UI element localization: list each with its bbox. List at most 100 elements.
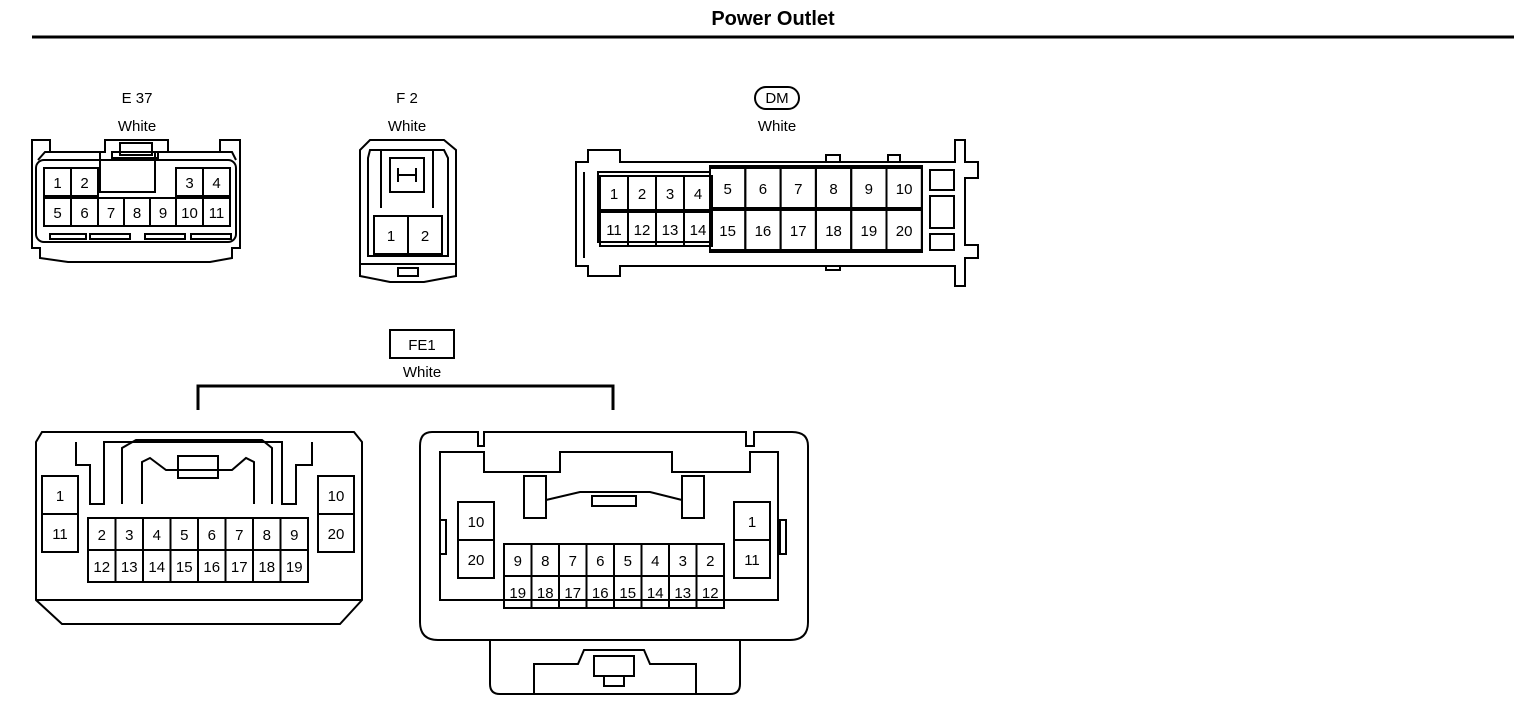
pin-label: 16 <box>203 559 220 576</box>
pin-cavity <box>733 539 771 579</box>
e37-rib <box>89 233 131 240</box>
fe1-right-skirt <box>489 640 741 695</box>
pin-label: 18 <box>537 585 554 602</box>
pin-label: 7 <box>794 181 802 198</box>
f2-base <box>359 264 457 283</box>
pin-label: 8 <box>133 205 141 222</box>
pin-label: 1 <box>56 488 64 505</box>
pin-label: 4 <box>153 527 161 544</box>
pin-label: 13 <box>121 559 138 576</box>
pin-label: 16 <box>592 585 609 602</box>
fe1-right-key <box>779 519 787 555</box>
pin-cavity <box>407 215 443 255</box>
e37-rib <box>190 233 232 240</box>
pin-label: 9 <box>290 527 298 544</box>
pin-label: 17 <box>564 585 581 602</box>
fe1-left-latch-frame <box>121 439 273 504</box>
pin-label: 1 <box>387 228 395 245</box>
pin-label: 9 <box>514 553 522 570</box>
fe1-right-inner <box>439 451 779 601</box>
e37-color: White <box>118 118 156 135</box>
pin-label: 13 <box>662 222 679 239</box>
fe1-right-skirt-tab <box>603 675 625 687</box>
pin-label: 7 <box>107 205 115 222</box>
pin-label: 1 <box>610 186 618 203</box>
f2-code: F 2 <box>396 90 418 107</box>
dm-top-tab <box>825 154 841 163</box>
pin-label: 6 <box>80 205 88 222</box>
pin-cavity <box>41 513 79 553</box>
pin-cavity <box>202 167 231 197</box>
pin-label: 4 <box>694 186 702 203</box>
fe1-right-guide <box>523 475 547 519</box>
f2-base-tab <box>397 267 419 277</box>
fe1-right-housing <box>419 431 809 641</box>
pin-cavity <box>683 175 713 211</box>
dm-code: DM <box>765 90 788 107</box>
pin-cavity <box>683 211 713 247</box>
fe1-left-outer-rail <box>75 441 313 505</box>
fe1-left-latch <box>141 456 255 504</box>
pin-cavity <box>695 575 725 609</box>
pin-label: 12 <box>702 585 719 602</box>
pin-label: 7 <box>235 527 243 544</box>
pin-label: 5 <box>723 181 731 198</box>
pin-label: 19 <box>861 223 878 240</box>
fe1-left-housing <box>35 431 363 625</box>
pin-label: 2 <box>706 553 714 570</box>
pin-label: 8 <box>829 181 837 198</box>
pin-label: 8 <box>541 553 549 570</box>
e37-face <box>35 159 237 243</box>
e37-inner-shoulder <box>37 151 237 193</box>
pin-label: 15 <box>719 223 736 240</box>
fe1-right-skirt-lock <box>533 649 697 694</box>
pin-label: 14 <box>647 585 664 602</box>
dm-side-slot <box>929 195 955 229</box>
pin-label: 16 <box>755 223 772 240</box>
fe1-right-latch-line <box>545 491 683 501</box>
pin-label: 2 <box>638 186 646 203</box>
pin-label: 5 <box>180 527 188 544</box>
pin-cavity <box>457 539 495 579</box>
pin-label: 1 <box>53 175 61 192</box>
f2-guides <box>380 150 434 208</box>
pin-cavity <box>317 513 355 553</box>
fe1-color: White <box>403 364 441 381</box>
pin-label: 10 <box>181 205 198 222</box>
f2-latch <box>389 157 425 193</box>
pin-label: 13 <box>674 585 691 602</box>
dm-side-slot <box>929 169 955 191</box>
fe1-right-skirt-tab <box>593 655 635 677</box>
e37-rib <box>144 233 186 240</box>
pin-cavity <box>279 549 309 583</box>
pin-label: 3 <box>185 175 193 192</box>
fe1-code: FE1 <box>408 337 436 354</box>
pin-label: 2 <box>80 175 88 192</box>
pin-label: 20 <box>896 223 913 240</box>
pin-cavity <box>885 167 923 209</box>
pin-cavity <box>70 167 99 197</box>
pin-label: 17 <box>231 559 248 576</box>
f2-color: White <box>388 118 426 135</box>
dm-bottom-tab <box>825 265 841 271</box>
pin-label: 11 <box>606 222 622 239</box>
e37-latch <box>119 142 153 156</box>
pin-label: 15 <box>619 585 636 602</box>
pin-label: 10 <box>896 181 913 198</box>
pin-label: 9 <box>865 181 873 198</box>
pin-label: 9 <box>159 205 167 222</box>
pin-label: 3 <box>125 527 133 544</box>
pin-label: 3 <box>679 553 687 570</box>
pin-label: 17 <box>790 223 807 240</box>
pin-label: 10 <box>468 514 485 531</box>
dm-side-slot <box>929 233 955 251</box>
e37-latch-base <box>111 151 159 159</box>
fe1-right-key <box>439 519 447 555</box>
pin-label: 12 <box>93 559 110 576</box>
pin-label: 2 <box>98 527 106 544</box>
e37-housing <box>31 139 241 263</box>
pin-label: 5 <box>624 553 632 570</box>
